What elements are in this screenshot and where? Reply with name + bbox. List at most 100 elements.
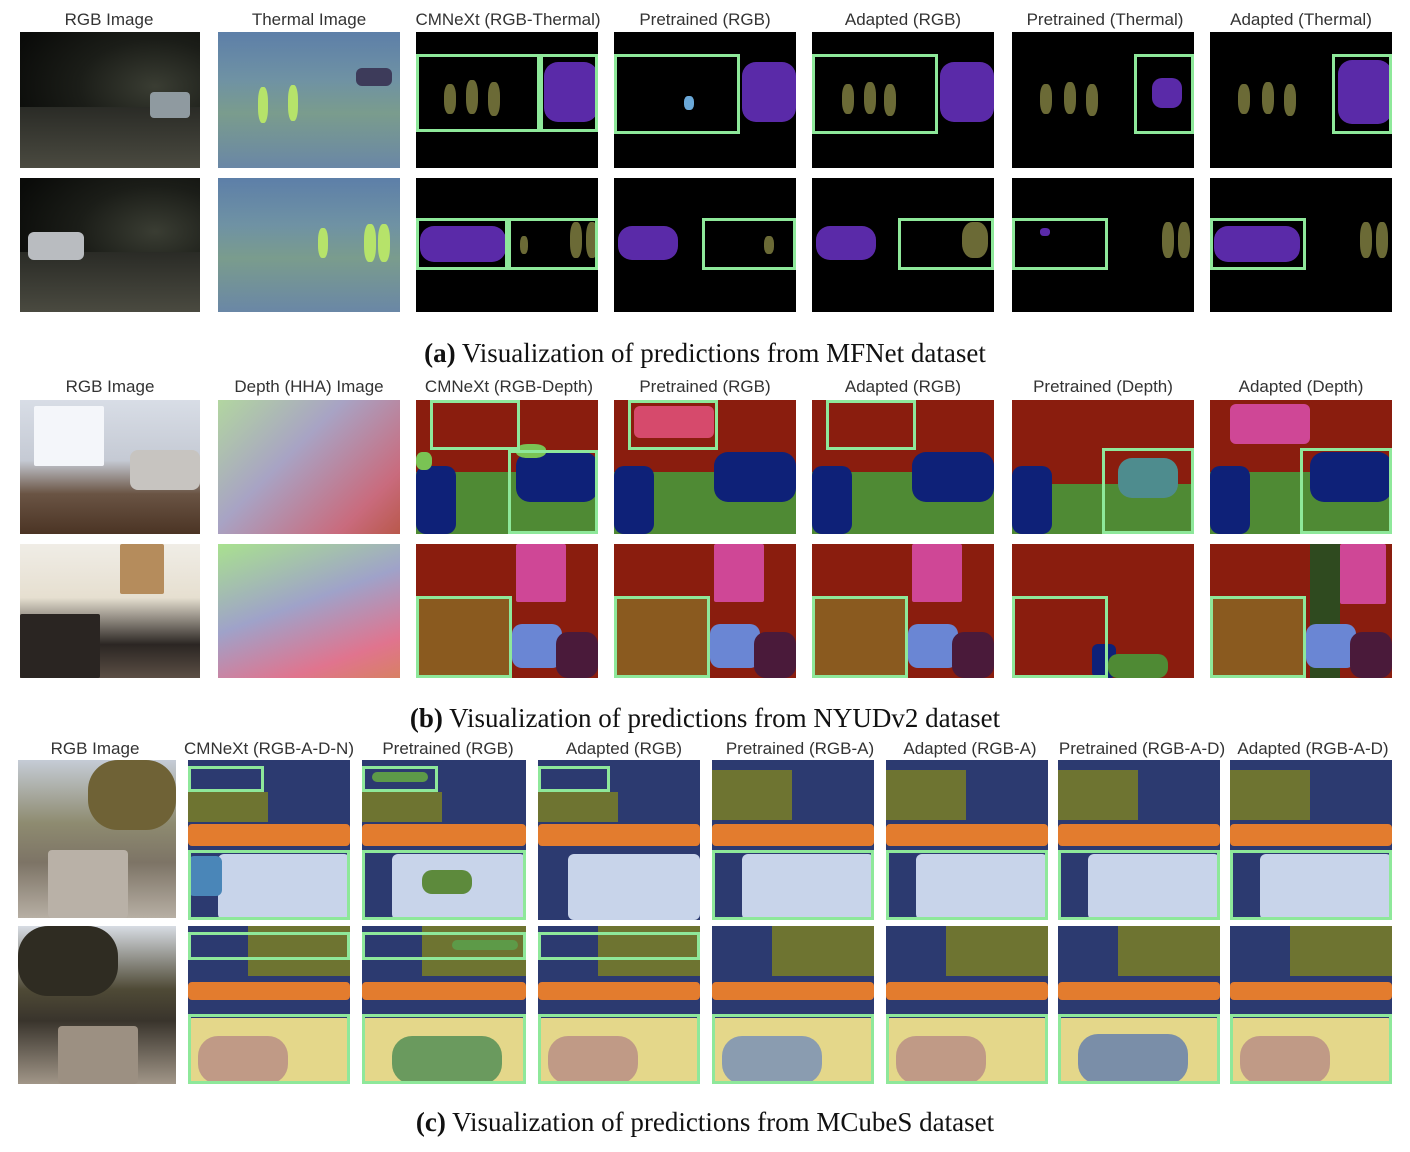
column-label: Adapted (RGB-A-D) bbox=[1237, 739, 1389, 758]
figure-caption: (c) Visualization of predictions from MC… bbox=[415, 1107, 995, 1137]
highlight-box bbox=[1102, 448, 1194, 534]
segmentation-map bbox=[1058, 760, 1220, 920]
rgb-image bbox=[20, 544, 200, 678]
highlight-box bbox=[416, 54, 540, 132]
segmentation-map bbox=[1230, 926, 1392, 1084]
column-label: Adapted (RGB) bbox=[844, 377, 962, 396]
column-label: RGB Image bbox=[65, 377, 155, 396]
segmentation-map bbox=[614, 400, 796, 534]
highlight-box bbox=[628, 400, 718, 450]
highlight-box bbox=[362, 932, 526, 960]
thermal-image bbox=[218, 178, 400, 312]
highlight-box bbox=[1058, 1014, 1220, 1084]
segmentation-map bbox=[362, 926, 526, 1084]
highlight-box bbox=[362, 766, 438, 792]
column-label: CMNeXt (RGB-Depth) bbox=[424, 377, 594, 396]
figure-caption: (b) Visualization of predictions from NY… bbox=[409, 703, 1001, 733]
depth-image bbox=[218, 544, 400, 678]
highlight-box bbox=[188, 766, 264, 792]
highlight-box bbox=[1134, 54, 1194, 134]
column-label: Pretrained (Depth) bbox=[1033, 377, 1173, 396]
segmentation-map bbox=[886, 760, 1048, 920]
highlight-box bbox=[188, 850, 350, 920]
highlight-box bbox=[416, 218, 508, 270]
highlight-box bbox=[508, 450, 598, 534]
column-label: Depth (HHA) Image bbox=[234, 377, 384, 396]
highlight-box bbox=[898, 218, 994, 270]
highlight-box bbox=[1058, 850, 1220, 920]
highlight-box bbox=[1230, 1014, 1392, 1084]
rgb-image bbox=[20, 178, 200, 312]
depth-image bbox=[218, 400, 400, 534]
rgb-image bbox=[18, 926, 176, 1084]
highlight-box bbox=[614, 54, 740, 134]
segmentation-map bbox=[416, 32, 598, 168]
highlight-box bbox=[538, 1014, 700, 1084]
column-label: Adapted (RGB-A) bbox=[903, 739, 1037, 758]
column-label: Pretrained (RGB) bbox=[639, 377, 771, 396]
highlight-box bbox=[702, 218, 796, 270]
highlight-box bbox=[430, 400, 520, 450]
segmentation-map bbox=[1012, 400, 1194, 534]
highlight-box bbox=[1210, 218, 1306, 270]
segmentation-map bbox=[812, 544, 994, 678]
segmentation-map bbox=[1012, 32, 1194, 168]
segmentation-map bbox=[188, 760, 350, 920]
highlight-box bbox=[886, 1014, 1048, 1084]
segmentation-map bbox=[614, 178, 796, 312]
segmentation-map bbox=[812, 178, 994, 312]
column-label: Pretrained (RGB-A) bbox=[725, 739, 875, 758]
segmentation-map bbox=[812, 400, 994, 534]
segmentation-map bbox=[1230, 760, 1392, 920]
segmentation-map bbox=[188, 926, 350, 1084]
highlight-box bbox=[826, 400, 916, 450]
segmentation-map bbox=[416, 400, 598, 534]
highlight-box bbox=[886, 850, 1048, 920]
column-label: Adapted (Thermal) bbox=[1230, 10, 1372, 29]
column-label: Pretrained (RGB-A-D) bbox=[1058, 739, 1226, 758]
highlight-box bbox=[712, 850, 874, 920]
segmentation-map bbox=[538, 760, 700, 920]
highlight-box bbox=[188, 932, 350, 960]
segmentation-map bbox=[1210, 400, 1392, 534]
segmentation-map bbox=[1012, 178, 1194, 312]
rgb-image bbox=[20, 400, 200, 534]
rgb-image bbox=[18, 760, 176, 918]
highlight-box bbox=[1300, 448, 1392, 534]
segmentation-map bbox=[614, 32, 796, 168]
segmentation-map bbox=[712, 760, 874, 920]
segmentation-map bbox=[538, 926, 700, 1084]
column-label: RGB Image bbox=[64, 10, 154, 29]
column-label: CMNeXt (RGB-Thermal) bbox=[415, 10, 601, 29]
column-label: RGB Image bbox=[50, 739, 140, 758]
column-label: Pretrained (RGB) bbox=[382, 739, 514, 758]
highlight-box bbox=[540, 54, 598, 132]
segmentation-map bbox=[416, 544, 598, 678]
segmentation-map bbox=[1210, 32, 1392, 168]
column-label: Adapted (Depth) bbox=[1238, 377, 1364, 396]
highlight-box bbox=[508, 218, 598, 270]
segmentation-map bbox=[712, 926, 874, 1084]
highlight-box bbox=[1012, 596, 1108, 678]
highlight-box bbox=[1012, 218, 1108, 270]
thermal-image bbox=[218, 32, 400, 168]
segmentation-map bbox=[362, 760, 526, 920]
segmentation-map bbox=[886, 926, 1048, 1084]
highlight-box bbox=[812, 54, 938, 134]
figure-caption: (a) Visualization of predictions from MF… bbox=[424, 338, 986, 368]
column-label: Pretrained (Thermal) bbox=[1026, 10, 1184, 29]
highlight-box bbox=[416, 596, 512, 678]
highlight-box bbox=[712, 1014, 874, 1084]
segmentation-map bbox=[1012, 544, 1194, 678]
highlight-box bbox=[1210, 596, 1306, 678]
highlight-box bbox=[538, 766, 610, 792]
highlight-box bbox=[1332, 54, 1392, 134]
highlight-box bbox=[538, 932, 700, 960]
column-label: Adapted (RGB) bbox=[565, 739, 683, 758]
segmentation-map bbox=[812, 32, 994, 168]
column-label: Thermal Image bbox=[251, 10, 367, 29]
segmentation-map bbox=[1058, 926, 1220, 1084]
highlight-box bbox=[812, 596, 908, 678]
highlight-box bbox=[1230, 850, 1392, 920]
highlight-box bbox=[362, 850, 526, 920]
